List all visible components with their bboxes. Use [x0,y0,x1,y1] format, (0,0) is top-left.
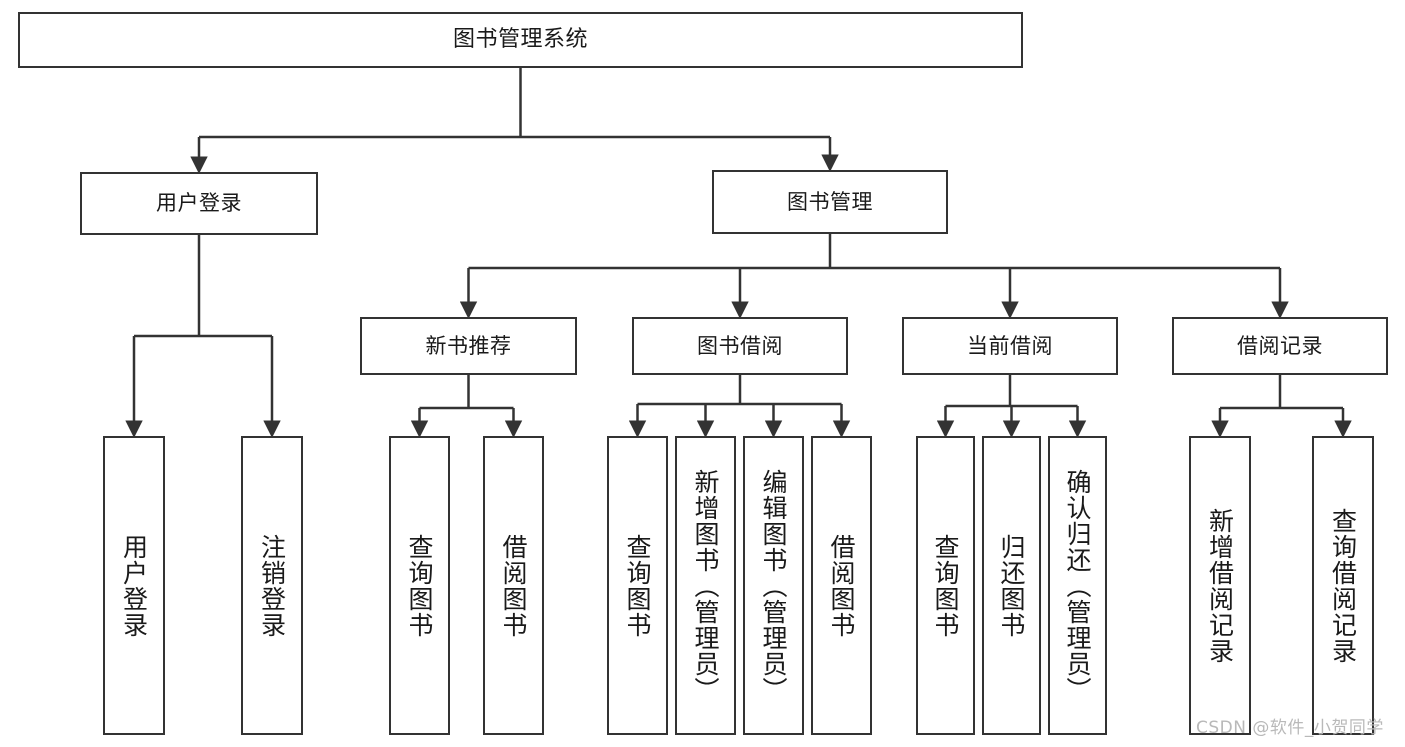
node-label: 查询借阅记录 [1328,507,1358,664]
node-label: 编辑图书（管理员） [759,468,788,703]
node-label: 新书推荐 [425,333,512,358]
node-leaf-rec-2[interactable]: 查询借阅记录 [1312,436,1374,735]
node-label: 借阅记录 [1237,333,1323,358]
node-bookmgmt[interactable]: 图书管理 [712,170,948,234]
node-records[interactable]: 借阅记录 [1172,317,1388,375]
node-leaf-borrow-2[interactable]: 新增图书（管理员） [675,436,736,735]
node-label: 用户登录 [119,533,149,638]
node-label: 新增借阅记录 [1205,507,1235,664]
node-label: 新增图书（管理员） [691,468,720,703]
node-borrow[interactable]: 图书借阅 [632,317,848,375]
node-label: 查询图书 [623,533,652,638]
node-leaf-borrow-1[interactable]: 查询图书 [607,436,668,735]
node-leaf-new-2[interactable]: 借阅图书 [483,436,544,735]
node-label: 图书管理系统 [452,27,588,53]
node-label: 注销登录 [257,533,287,638]
node-newbook[interactable]: 新书推荐 [360,317,577,375]
node-leaf-cur-3[interactable]: 确认归还（管理员） [1048,436,1107,735]
node-leaf-cur-2[interactable]: 归还图书 [982,436,1041,735]
node-leaf-login-1[interactable]: 用户登录 [103,436,165,735]
node-current[interactable]: 当前借阅 [902,317,1118,375]
node-leaf-login-2[interactable]: 注销登录 [241,436,303,735]
node-leaf-rec-1[interactable]: 新增借阅记录 [1189,436,1251,735]
node-label: 查询图书 [405,533,434,638]
node-leaf-new-1[interactable]: 查询图书 [389,436,450,735]
edge-group [125,68,1352,438]
csdn-watermark: CSDN @软件_小贺同学 [1196,718,1384,738]
node-label: 借阅图书 [499,533,528,638]
node-label: 用户登录 [156,191,242,216]
node-label: 图书借阅 [697,333,783,358]
node-label: 图书管理 [787,189,873,214]
node-root[interactable]: 图书管理系统 [18,12,1023,68]
node-leaf-borrow-3[interactable]: 编辑图书（管理员） [743,436,804,735]
node-label: 当前借阅 [967,333,1053,358]
node-label: 借阅图书 [827,533,856,638]
node-leaf-borrow-4[interactable]: 借阅图书 [811,436,872,735]
node-label: 查询图书 [931,533,960,638]
node-leaf-cur-1[interactable]: 查询图书 [916,436,975,735]
node-login[interactable]: 用户登录 [80,172,318,235]
node-label: 确认归还（管理员） [1063,468,1092,703]
node-label: 归还图书 [997,533,1026,638]
